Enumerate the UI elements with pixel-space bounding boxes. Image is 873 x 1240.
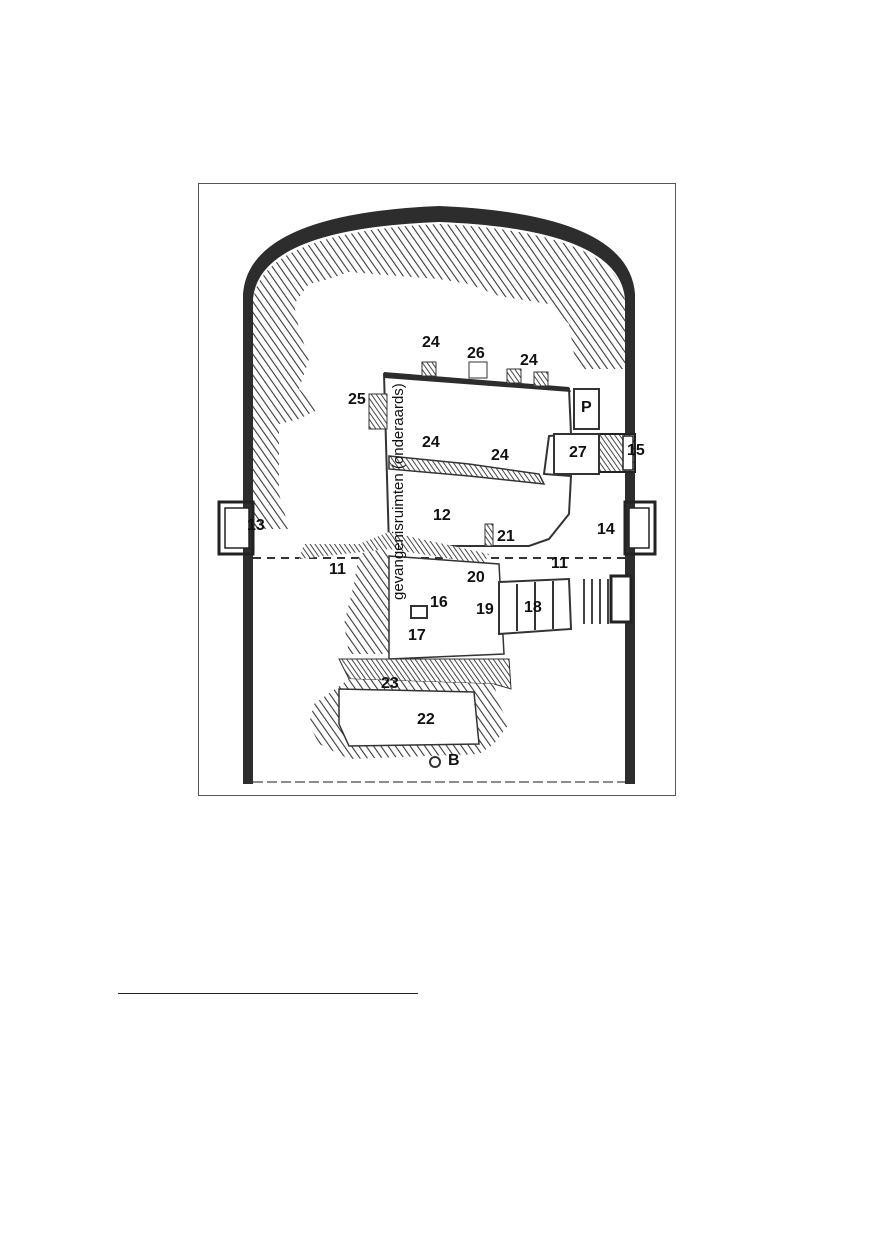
gate-right-lower (609, 574, 633, 624)
hatched-mass-top (253, 224, 625, 529)
label-P: P (581, 399, 592, 416)
room-22 (338, 688, 480, 747)
block-P (573, 388, 600, 430)
underground-label: gevangenisruimten (onderaards) (390, 383, 407, 600)
floor-plan-figure: gevangenisruimten (onderaards) 24 26 24 … (198, 183, 676, 796)
label-15: 15 (627, 442, 645, 459)
hatched-band-11 (299, 532, 489, 564)
cell-26 (468, 361, 488, 379)
label-16: 16 (430, 594, 448, 611)
label-22: 22 (417, 711, 435, 728)
label-19: 19 (476, 601, 494, 618)
label-11: 11 (551, 555, 568, 572)
label-21: 21 (497, 528, 515, 545)
label-24: 24 (520, 352, 538, 369)
footnote-separator (118, 993, 418, 994)
label-14: 14 (597, 521, 615, 538)
gate-14 (623, 500, 657, 556)
cell-21 (484, 523, 494, 547)
block-25 (368, 393, 388, 430)
label-B: B (448, 752, 460, 769)
well-B (429, 756, 441, 768)
label-18: 18 (524, 599, 542, 616)
label-23: 23 (381, 675, 399, 692)
block-27 (553, 433, 600, 475)
label-12: 12 (433, 507, 451, 524)
label-26: 26 (467, 345, 485, 362)
gate-13 (217, 500, 255, 556)
label-24: 24 (491, 447, 509, 464)
cell-24-top-b (506, 368, 522, 384)
stairs-right (583, 579, 609, 624)
label-20: 20 (467, 569, 485, 586)
building-12-outline (382, 372, 573, 547)
label-27: 27 (569, 444, 587, 461)
label-25: 25 (348, 391, 366, 408)
label-17: 17 (408, 627, 426, 644)
wall-23 (338, 658, 512, 690)
label-24: 24 (422, 334, 440, 351)
cells-24-row (388, 455, 546, 485)
cell-17 (410, 605, 428, 619)
cell-24-top-c (533, 371, 549, 387)
label-11: 11 (329, 561, 346, 578)
label-24: 24 (422, 434, 440, 451)
hatched-wall-lower-left (344, 546, 389, 654)
cell-24-top (421, 361, 437, 377)
floor-plan-drawing (217, 206, 657, 784)
block-16 (388, 555, 505, 660)
label-13: 13 (247, 517, 265, 534)
